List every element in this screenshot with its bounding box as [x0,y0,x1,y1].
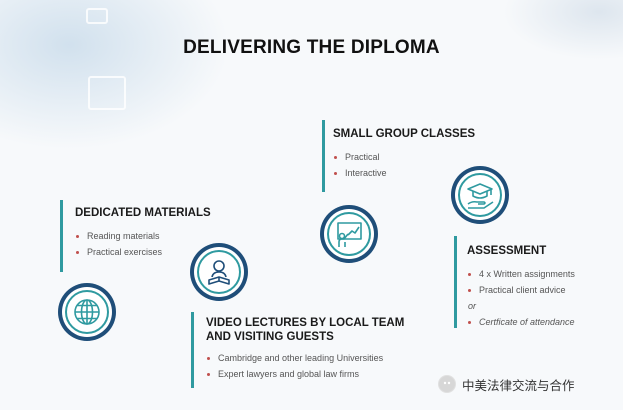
list-item: 4 x Written assignments [467,266,607,282]
list-item: Reading materials [75,228,225,244]
or-label: or [468,301,477,311]
small-group-heading: SMALL GROUP CLASSES [333,128,476,140]
lectures-heading-line1: VIDEO LECTURES BY LOCAL TEAM [206,317,405,329]
materials-block: DEDICATED MATERIALS Reading materials Pr… [60,200,220,272]
accent-bar [454,236,457,328]
lectures-heading-line2: AND VISITING GUESTS [206,331,334,343]
lectures-block: VIDEO LECTURES BY LOCAL TEAM AND VISITIN… [191,312,421,388]
assessment-heading: ASSESSMENT [467,245,547,257]
reader-icon [190,243,248,301]
list-item: Practical client advice [467,282,607,298]
wechat-logo-icon [438,375,456,393]
background-wash [0,0,230,150]
accent-bar [60,200,63,272]
small-group-block: SMALL GROUP CLASSES Practical Interactiv… [322,120,492,192]
globe-icon [58,283,116,341]
list-item: Interactive [333,165,493,181]
ghost-element [86,8,108,24]
list-item: Expert lawyers and global law firms [206,366,426,382]
materials-heading: DEDICATED MATERIALS [75,207,211,219]
accent-bar [322,120,325,192]
list-item: Cambridge and other leading Universities [206,350,426,366]
list-item: Certficate of attendance [467,314,607,330]
list-item: Practical exercises [75,244,225,260]
watermark-text: 中美法律交流与合作 [462,378,575,393]
ghost-element [88,76,126,110]
assessment-block: ASSESSMENT 4 x Written assignments Pract… [454,236,604,328]
graduation-hand-icon [451,166,509,224]
background-wash-right [503,0,623,60]
list-item: Practical [333,149,493,165]
watermark: 中美法律交流与合作 [438,374,620,394]
presenter-icon [320,205,378,263]
accent-bar [191,312,194,388]
page-title: DELIVERING THE DIPLOMA [183,36,440,58]
